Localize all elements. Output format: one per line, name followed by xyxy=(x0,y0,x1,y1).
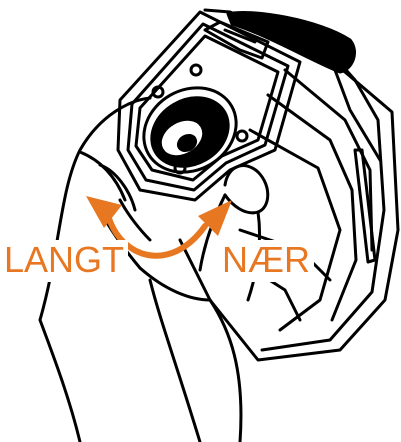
near-focus-label: NÆR xyxy=(218,240,314,282)
far-focus-label: LANGT xyxy=(0,240,128,282)
